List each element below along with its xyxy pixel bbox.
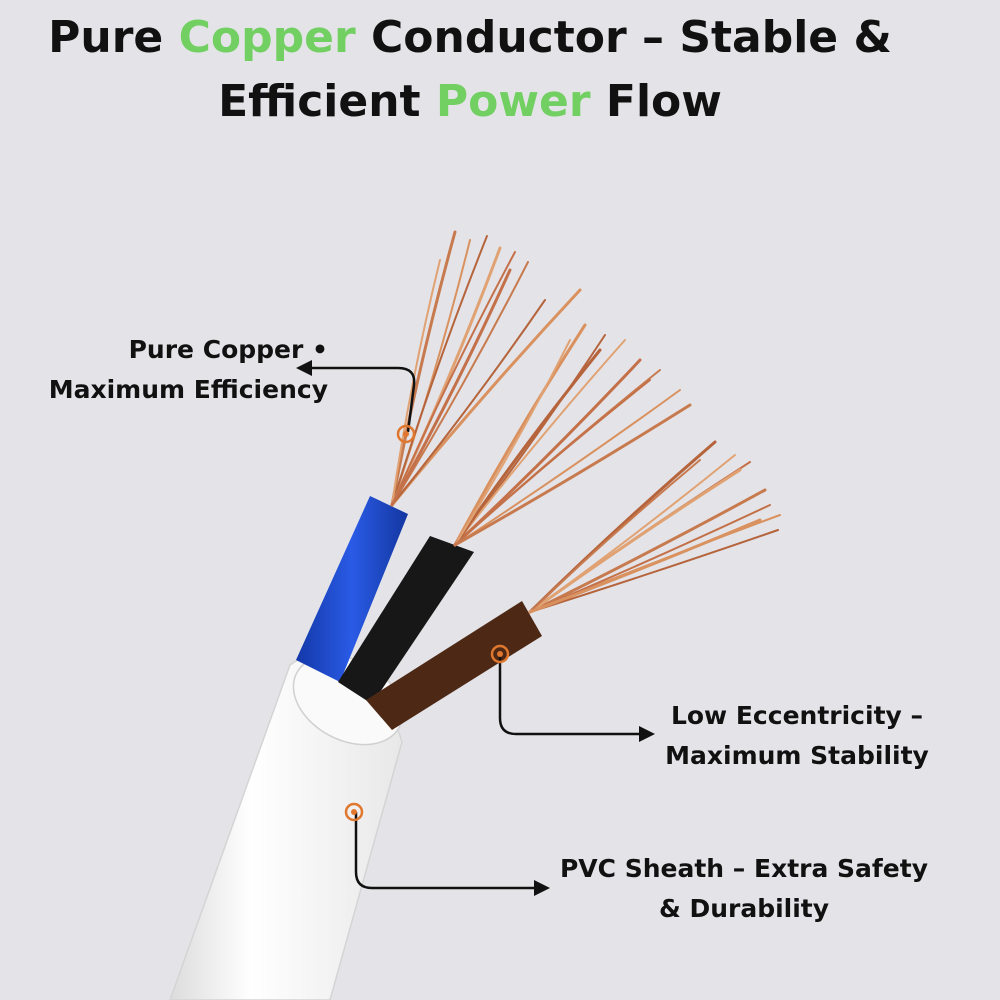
copper-strand <box>529 529 779 613</box>
title-line-1: Pure Copper Conductor – Stable & <box>48 12 892 63</box>
copper-strand <box>453 403 692 547</box>
copper-strand <box>391 299 546 506</box>
ring-marker-icon <box>396 424 416 444</box>
ring-marker-icon <box>490 644 510 664</box>
callout-low-eccentricity: Low Eccentricity – Maximum Stability <box>665 701 929 770</box>
copper-strand <box>390 268 512 507</box>
callout-pure-copper: Pure Copper • Maximum Efficiency <box>48 335 328 404</box>
copper-strand <box>454 339 626 546</box>
blue-wire <box>296 496 408 682</box>
copper-strands <box>390 230 781 614</box>
copper-strand <box>453 348 602 547</box>
brown-wire <box>366 601 542 730</box>
copper-strand <box>391 251 516 506</box>
copper-strand <box>454 389 681 546</box>
title-highlight-copper: Copper <box>178 12 356 63</box>
copper-strand <box>391 261 529 506</box>
leader-line-sheath <box>354 812 535 890</box>
black-wire <box>338 536 474 704</box>
title-line-2: Efficient Power Flow <box>218 76 722 127</box>
copper-strand <box>528 488 767 614</box>
copper-strand <box>454 339 571 546</box>
leader-line-copper <box>310 366 416 433</box>
copper-strand <box>454 379 651 546</box>
copper-strand <box>390 230 457 507</box>
callout-pvc-sheath: PVC Sheath – Extra Safety & Durability <box>559 854 929 923</box>
copper-strand <box>528 518 762 614</box>
copper-strand <box>528 468 742 614</box>
arrow-left-icon <box>296 360 312 376</box>
ring-marker-icon <box>344 802 364 822</box>
arrow-right-icon <box>534 880 550 896</box>
copper-strand <box>529 504 771 613</box>
copper-strand <box>453 323 587 547</box>
page-title: Pure Copper Conductor – Stable & Efficie… <box>0 6 940 134</box>
leader-line-stability <box>498 655 640 736</box>
arrow-right-icon <box>639 726 655 742</box>
copper-strand <box>391 235 488 506</box>
copper-strand <box>529 459 701 613</box>
title-highlight-power: Power <box>435 76 591 127</box>
